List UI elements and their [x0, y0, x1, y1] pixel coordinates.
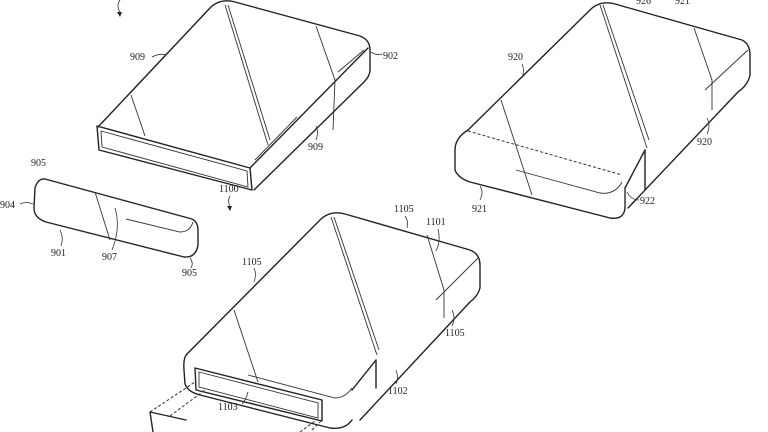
label-1105: 1105: [394, 204, 414, 215]
label-909: 909: [308, 142, 323, 153]
label-909: 909: [130, 52, 145, 63]
device-b-housing: [454, 2, 751, 219]
device-a-housing: [96, 0, 371, 191]
label-905: 905: [31, 158, 46, 169]
label-921: 921: [472, 204, 487, 215]
label-904: 904: [0, 200, 15, 211]
device-a-labels: 909 902 909 1100: [130, 51, 398, 211]
label-920: 920: [508, 52, 523, 63]
label-1105: 1105: [445, 328, 465, 339]
label-1103: 1103: [218, 402, 238, 413]
reference-arrow: [117, 0, 122, 17]
device-c-housing: [149, 212, 481, 432]
device-c-labels: 1105 1101 1105 1105 1102 1103: [218, 204, 465, 413]
label-921: 921: [675, 0, 690, 7]
label-902: 902: [383, 51, 398, 62]
device-b-labels: 926 921 920 920 921 922: [472, 0, 712, 215]
label-905: 905: [182, 268, 197, 279]
end-cap: [33, 178, 199, 258]
label-926: 926: [636, 0, 651, 7]
label-1101: 1101: [426, 217, 446, 228]
label-1100: 1100: [219, 184, 239, 195]
label-901: 901: [51, 248, 66, 259]
label-1105: 1105: [242, 257, 262, 268]
label-907: 907: [102, 252, 117, 263]
end-cap-labels: 905 904 901 907 905: [0, 158, 197, 279]
label-920: 920: [697, 137, 712, 148]
label-922: 922: [640, 196, 655, 207]
label-1102: 1102: [388, 386, 408, 397]
